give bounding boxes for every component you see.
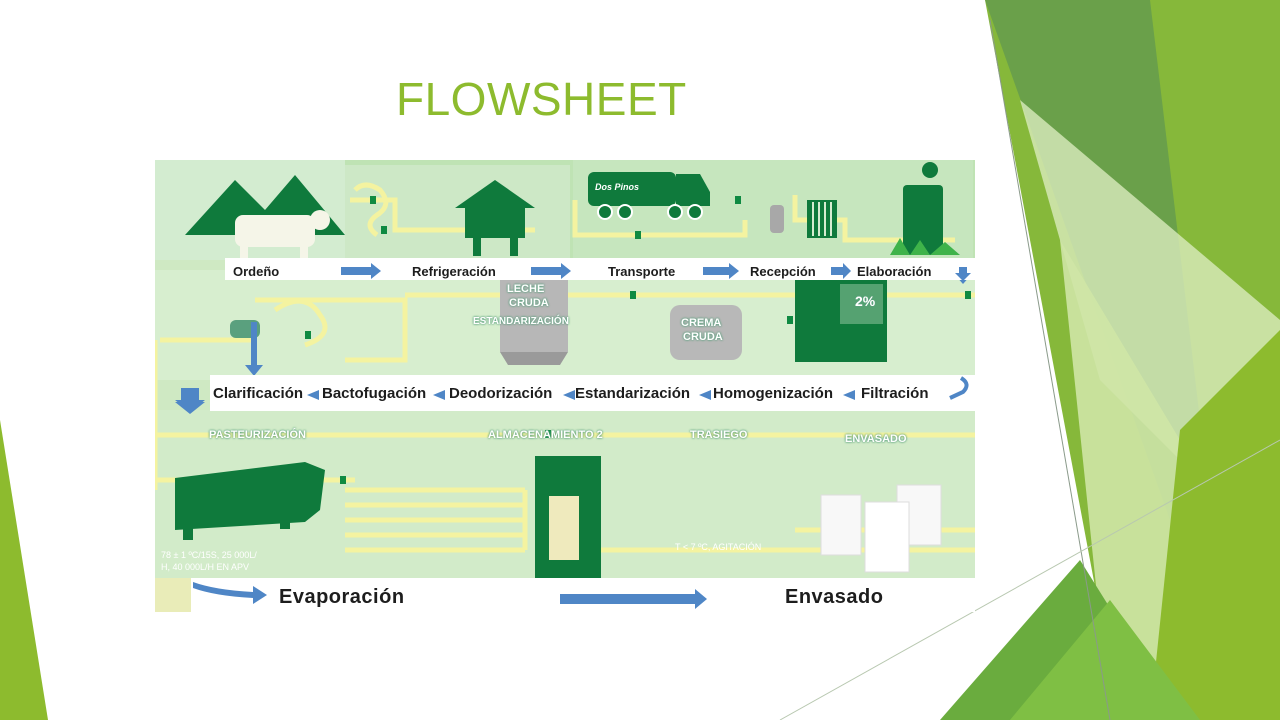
step-filtracion: Filtración xyxy=(861,385,929,402)
process-flowsheet-diagram: Ordeño Refrigeración Transporte Recepció… xyxy=(155,160,975,612)
step-ordeno: Ordeño xyxy=(233,264,280,279)
step-recepcion: Recepción xyxy=(750,264,816,279)
tag-estandarizacion: ESTANDARIZACIÓN xyxy=(473,316,569,327)
step-estandarizacion: Estandarización xyxy=(575,385,691,402)
step-refrigeracion: Refrigeración xyxy=(412,264,496,279)
tag-crema-cruda: CRUDA xyxy=(683,331,723,343)
step-elaboracion: Elaboración xyxy=(857,264,932,279)
step-envasado: Envasado xyxy=(785,586,884,608)
page-title: FLOWSHEET xyxy=(396,73,687,125)
tag-pasteurizacion: PASTEURIZACIÓN xyxy=(209,429,306,441)
truck-brand-logo: Dos Pinos xyxy=(595,182,640,192)
note-storage: T < 7 ºC, AGITACIÓN xyxy=(675,542,762,552)
tag-cruda: CRUDA xyxy=(509,297,549,309)
step-deodorizacion: Deodorización xyxy=(449,385,553,402)
tag-leche: LECHE xyxy=(507,283,545,295)
note-pasteur-line1: 78 ± 1 ºC/15S, 25 000L/ xyxy=(161,550,257,560)
diagram-graphics xyxy=(155,160,975,612)
step-clarificacion: Clarificación xyxy=(213,385,304,402)
step-bactofugacion: Bactofugación xyxy=(322,385,427,402)
note-pasteur-line2: H, 40 000L/H EN APV xyxy=(161,562,250,572)
step-homogenizacion: Homogenización xyxy=(713,385,834,402)
step-transporte: Transporte xyxy=(608,264,676,279)
tag-envasado: ENVASADO xyxy=(845,433,907,445)
tag-trasiego: TRASIEGO xyxy=(690,429,748,441)
tag-almacenamiento: ALMACENAMIENTO 2 xyxy=(488,429,603,441)
tag-crema: CREMA xyxy=(681,317,722,329)
step-evaporacion: Evaporación xyxy=(279,586,405,608)
tag-percent: 2% xyxy=(855,293,876,309)
